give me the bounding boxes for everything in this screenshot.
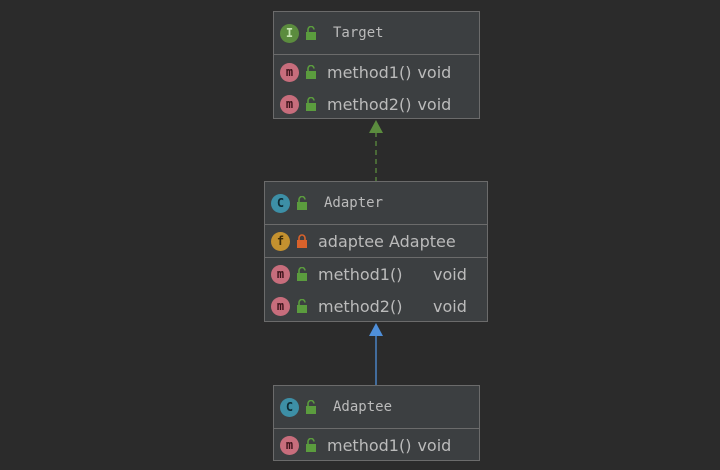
- adaptee-class-name: Adaptee: [333, 399, 393, 415]
- adapter-method-row-2[interactable]: m method2() void: [265, 290, 487, 322]
- class-icon: C: [271, 193, 290, 213]
- target-method-row-2[interactable]: m method2()void: [274, 88, 479, 120]
- target-class-name: Target: [333, 25, 384, 41]
- method-return-type: void: [433, 264, 467, 284]
- method-icon: m: [271, 264, 290, 284]
- method-icon: m: [280, 435, 299, 455]
- method-return-type: void: [417, 62, 452, 82]
- public-unlock-icon: [306, 438, 316, 452]
- method-return-type: void: [433, 296, 467, 316]
- method-icon: m: [271, 296, 290, 316]
- method-signature: method1() void: [318, 265, 467, 284]
- adaptee-method-row-1[interactable]: m method1()void: [274, 429, 479, 461]
- adapter-field-row[interactable]: f adaptee Adaptee: [265, 225, 487, 257]
- method-icon: m: [280, 62, 299, 82]
- field-type: Adaptee: [388, 231, 456, 251]
- field-icon: f: [271, 231, 290, 251]
- method-signature: method2() void: [318, 297, 467, 316]
- public-unlock-icon: [297, 299, 307, 313]
- realization-arrow: [369, 120, 383, 181]
- adapter-method-row-1[interactable]: m method1() void: [265, 258, 487, 290]
- generalization-arrow: [369, 323, 383, 385]
- method-name: method2(): [327, 94, 412, 114]
- target-methods: m method1()void m method2()void: [274, 55, 479, 120]
- field-signature: adaptee Adaptee: [318, 232, 456, 251]
- public-unlock-icon: [306, 97, 316, 111]
- adaptee-methods: m method1()void: [274, 429, 479, 461]
- method-signature: method1()void: [327, 63, 451, 82]
- method-signature: method1()void: [327, 436, 451, 455]
- adapter-methods: m method1() void m method2() void: [265, 258, 487, 322]
- interface-icon: I: [280, 23, 299, 43]
- method-name: method1(): [327, 435, 412, 455]
- public-unlock-icon: [297, 267, 307, 281]
- method-name: method1(): [318, 264, 403, 284]
- method-return-type: void: [417, 94, 452, 114]
- public-unlock-icon: [306, 65, 316, 79]
- method-return-type: void: [417, 435, 452, 455]
- method-signature: method2()void: [327, 95, 451, 114]
- method-icon: m: [280, 94, 299, 114]
- adapter-class-box[interactable]: C Adapter f adaptee Adaptee m method1() v…: [264, 181, 488, 322]
- adaptee-header: C Adaptee: [274, 386, 479, 429]
- field-name: adaptee: [318, 231, 384, 251]
- adapter-fields: f adaptee Adaptee: [265, 225, 487, 258]
- adaptee-class-box[interactable]: C Adaptee m method1()void: [273, 385, 480, 461]
- adapter-class-name: Adapter: [324, 195, 384, 211]
- target-interface-box[interactable]: I Target m method1()void m method2()void: [273, 11, 480, 119]
- adapter-header: C Adapter: [265, 182, 487, 225]
- target-method-row-1[interactable]: m method1()void: [274, 56, 479, 88]
- method-name: method1(): [327, 62, 412, 82]
- public-unlock-icon: [306, 400, 316, 414]
- target-header: I Target: [274, 12, 479, 55]
- private-lock-icon: [297, 234, 307, 248]
- class-icon: C: [280, 397, 299, 417]
- method-name: method2(): [318, 296, 403, 316]
- public-unlock-icon: [306, 26, 316, 40]
- public-unlock-icon: [297, 196, 307, 210]
